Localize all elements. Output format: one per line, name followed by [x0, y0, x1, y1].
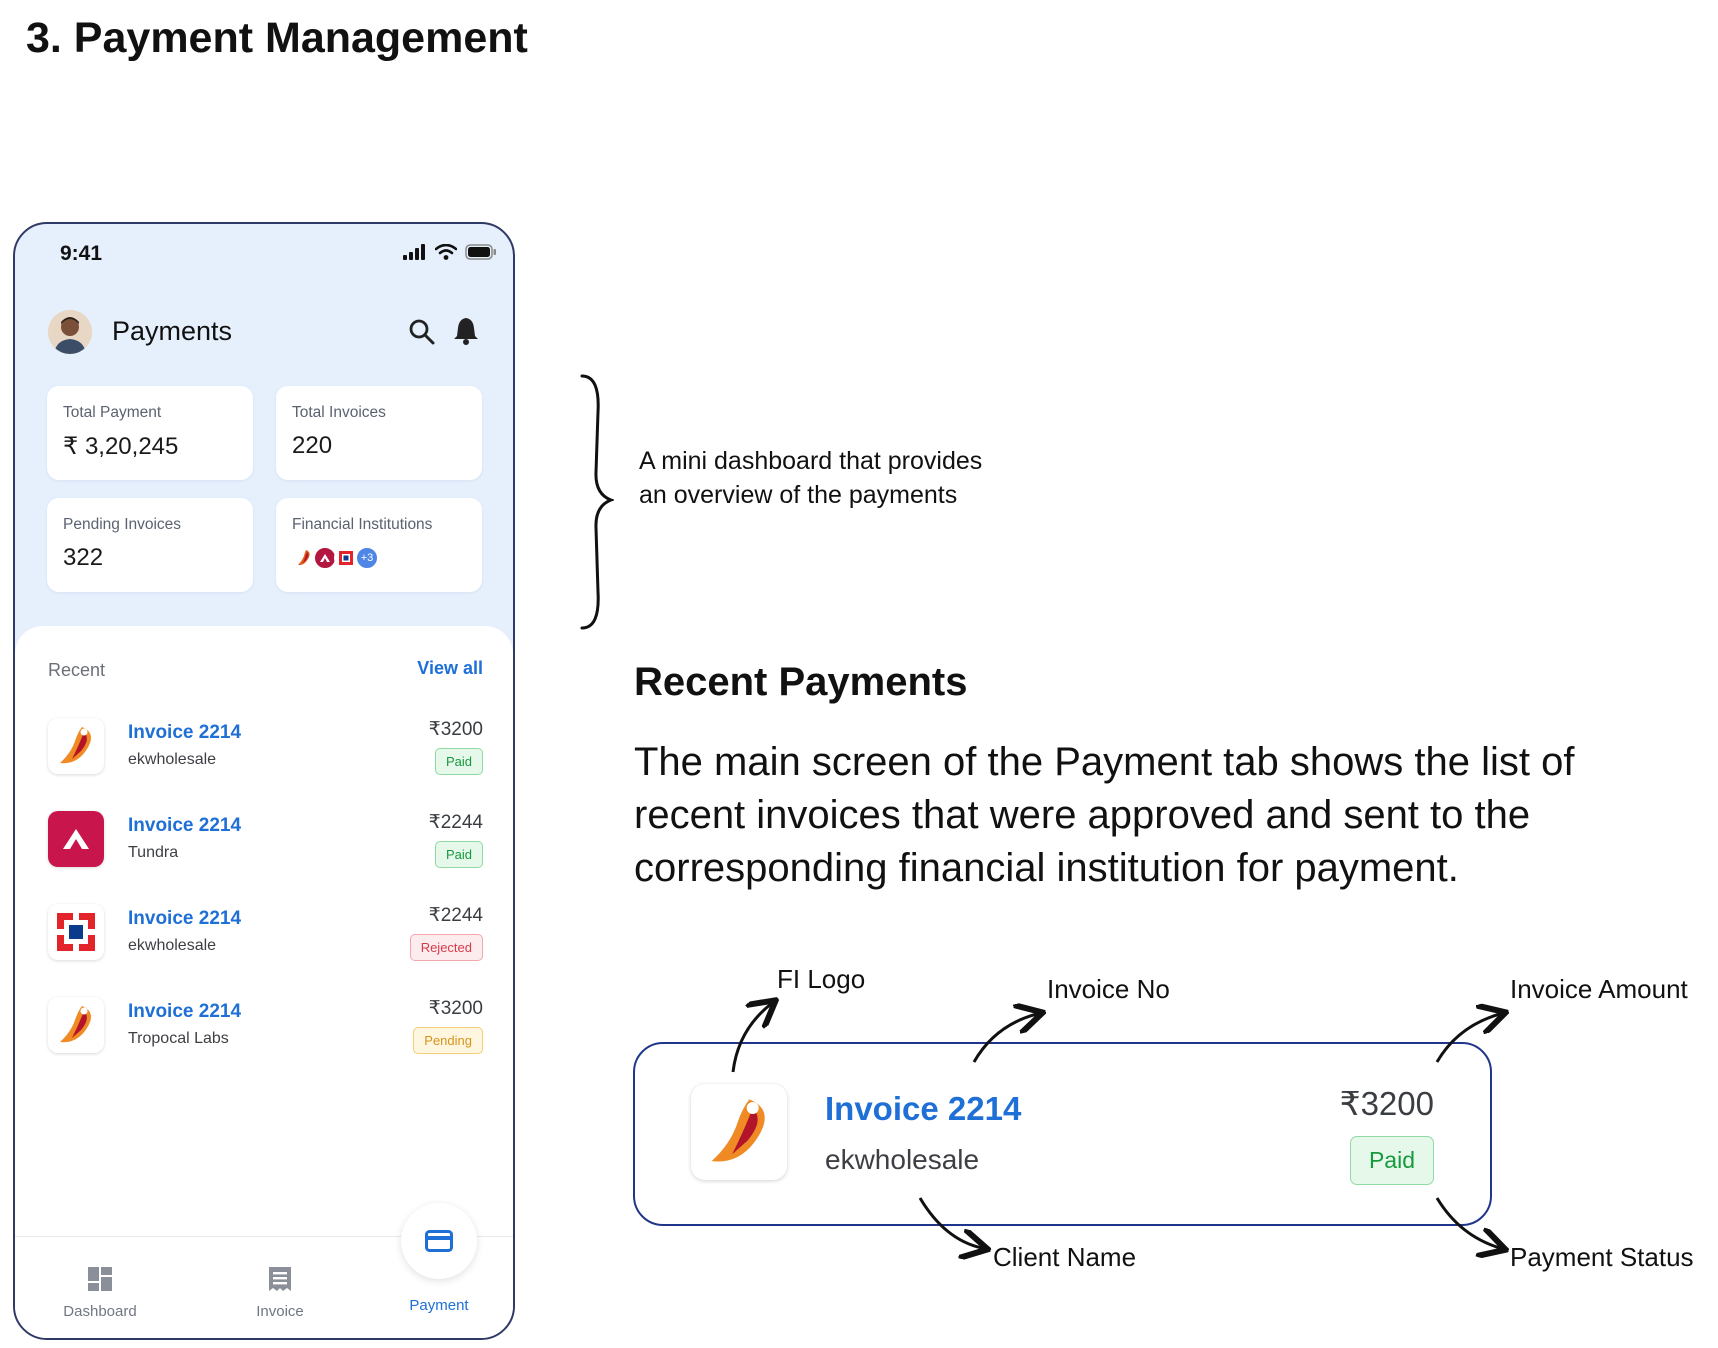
nav-label: Dashboard [63, 1303, 137, 1320]
invoice-number: Invoice 2214 [128, 815, 242, 836]
status-badge: Pending [413, 1027, 483, 1054]
dashboard-icon [88, 1267, 112, 1291]
wifi-icon [435, 244, 457, 260]
section-title: 3. Payment Management [26, 14, 528, 62]
invoice-amount: ₹3200 [428, 998, 483, 1019]
invoice-amount: ₹2244 [428, 812, 483, 833]
payment-row[interactable]: Invoice 2214 Tundra ₹2244 Paid [15, 811, 513, 891]
stat-card-total-payment[interactable]: Total Payment ₹ 3,20,245 [47, 386, 253, 480]
client-name: ekwholesale [128, 751, 217, 768]
recent-payments-heading: Recent Payments [634, 660, 968, 704]
label-invoice-amount: Invoice Amount [1510, 974, 1688, 1004]
status-badge: Rejected [409, 934, 483, 961]
app-header: Payments [15, 304, 513, 364]
invoice-number: Invoice 2214 [128, 722, 242, 743]
fi-logo-stack: +3 [292, 546, 466, 570]
signal-icon [403, 244, 425, 260]
axis-logo [48, 811, 104, 867]
invoice-number: Invoice 2214 [128, 1001, 242, 1022]
battery-icon [465, 244, 496, 260]
stat-label: Total Invoices [292, 404, 386, 421]
stat-card-total-invoices[interactable]: Total Invoices 220 [276, 386, 482, 480]
payment-row[interactable]: Invoice 2214 ekwholesale ₹2244 Rejected [15, 904, 513, 984]
view-all-link[interactable]: View all [417, 658, 483, 678]
client-name: Tundra [128, 844, 179, 861]
label-invoice-no: Invoice No [1047, 974, 1170, 1004]
label-payment-status: Payment Status [1510, 1242, 1694, 1272]
arrow-payment-status [1435, 1197, 1500, 1248]
payment-row[interactable]: Invoice 2214 Tropocal Labs ₹3200 Pending [15, 997, 513, 1077]
nav-label: Invoice [256, 1303, 304, 1320]
phone-mockup: 9:41 [13, 222, 515, 1340]
icici-logo [691, 1084, 787, 1180]
payment-row[interactable]: Invoice 2214 ekwholesale ₹3200 Paid [15, 718, 513, 798]
status-badge: Paid [434, 748, 483, 775]
status-time: 9:41 [60, 242, 103, 265]
label-client-name: Client Name [993, 1242, 1137, 1272]
arrow-invoice-no [972, 1014, 1037, 1063]
avatar[interactable] [48, 310, 92, 354]
page-title: Payments [112, 316, 233, 346]
bottom-nav: Dashboard Invoice Payment [15, 1203, 513, 1338]
callout-status-badge: Paid [1349, 1136, 1434, 1185]
arrow-client-name [918, 1197, 982, 1248]
nav-dashboard[interactable]: Dashboard [45, 1265, 155, 1320]
nav-invoice[interactable]: Invoice [225, 1265, 335, 1320]
search-icon[interactable] [408, 318, 436, 346]
status-bar: 9:41 [15, 224, 513, 284]
stat-label: Pending Invoices [63, 516, 182, 533]
stat-label: Financial Institutions [292, 516, 433, 533]
status-icons [403, 244, 497, 260]
invoice-number: Invoice 2214 [128, 908, 242, 929]
bell-icon[interactable] [452, 316, 480, 346]
hdfc-logo-icon [334, 546, 358, 570]
arrow-fi-logo [731, 1004, 771, 1073]
label-fi-logo: FI Logo [777, 964, 866, 994]
client-name: ekwholesale [128, 937, 217, 954]
client-name: Tropocal Labs [128, 1030, 229, 1047]
recent-label: Recent [48, 660, 106, 680]
recent-panel: Recent View all Invoice 2214 ekwholesale… [15, 626, 513, 1246]
callout-invoice-amount: ₹3200 [1339, 1085, 1434, 1122]
icici-logo [48, 997, 104, 1053]
recent-payments-description: The main screen of the Payment tab shows… [634, 740, 1575, 890]
icici-logo [48, 718, 104, 774]
nav-payment[interactable]: Payment [384, 1297, 494, 1314]
stat-label: Total Payment [63, 404, 162, 421]
hdfc-logo [48, 904, 104, 960]
more-institutions-badge[interactable]: +3 [355, 546, 379, 570]
mini-dashboard-description: A mini dashboard that provides an overvi… [639, 447, 983, 509]
user-avatar-icon [48, 310, 92, 354]
status-badge: Paid [434, 841, 483, 868]
payment-fab[interactable] [401, 1203, 477, 1279]
invoice-amount: ₹3200 [428, 719, 483, 740]
callout-client-name: ekwholesale [825, 1144, 980, 1175]
callout-payment-card: Invoice 2214 ekwholesale ₹3200 Paid [633, 1042, 1492, 1226]
stat-value: ₹ 3,20,245 [63, 433, 179, 460]
callout-invoice-number: Invoice 2214 [825, 1090, 1022, 1127]
invoice-amount: ₹2244 [428, 905, 483, 926]
stat-value: 322 [63, 544, 104, 571]
invoice-icon [269, 1267, 291, 1291]
brace-icon [580, 374, 614, 630]
stat-card-pending-invoices[interactable]: Pending Invoices 322 [47, 498, 253, 592]
stat-card-financial-institutions[interactable]: Financial Institutions +3 [276, 498, 482, 592]
arrow-invoice-amount [1435, 1014, 1500, 1063]
card-icon [425, 1230, 453, 1252]
stat-value: 220 [292, 432, 333, 459]
nav-label: Payment [409, 1297, 469, 1314]
